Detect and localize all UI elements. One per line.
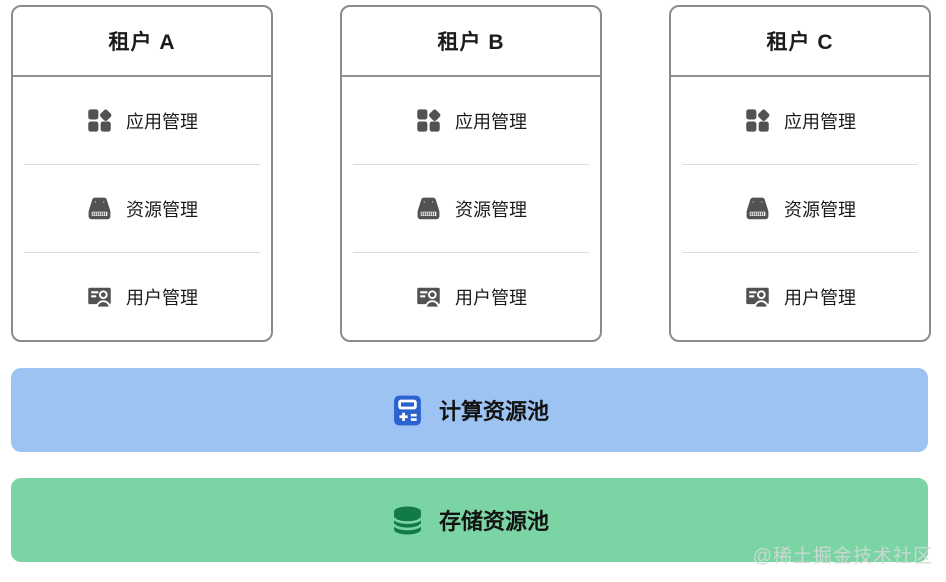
resource-management-item: 资源管理 (342, 165, 600, 252)
id-badge-icon (416, 286, 441, 309)
hard-drive-icon (746, 197, 769, 220)
tenant-title: 租户 B (342, 7, 600, 77)
resource-management-item: 资源管理 (13, 165, 271, 252)
database-icon (392, 504, 423, 536)
hard-drive-icon (88, 197, 111, 220)
tenant-item-list: 应用管理 资源管理 用户管理 (342, 77, 600, 340)
tenant-box-c: 租户 C 应用管理 资源管理 用户管理 (669, 5, 931, 342)
tenant-title: 租户 A (13, 7, 271, 77)
storage-resource-pool: 存储资源池 (11, 478, 928, 562)
hard-drive-icon (417, 197, 440, 220)
item-divider (682, 252, 918, 253)
id-badge-icon (87, 286, 112, 309)
item-label: 用户管理 (455, 287, 527, 308)
pool-label: 存储资源池 (438, 509, 549, 534)
tenant-item-list: 应用管理 资源管理 用户管理 (671, 77, 929, 340)
item-label: 应用管理 (455, 111, 527, 132)
tenant-box-a: 租户 A 应用管理 资源管理 用户管理 (11, 5, 273, 342)
resource-management-item: 资源管理 (671, 165, 929, 252)
item-label: 资源管理 (126, 199, 198, 220)
item-divider (353, 252, 589, 253)
item-label: 资源管理 (455, 199, 527, 220)
item-label: 应用管理 (126, 111, 198, 132)
app-management-item: 应用管理 (342, 77, 600, 164)
app-management-item: 应用管理 (13, 77, 271, 164)
item-label: 用户管理 (784, 287, 856, 308)
item-divider (24, 164, 260, 165)
id-badge-icon (745, 286, 770, 309)
pool-label: 计算资源池 (438, 399, 549, 424)
app-management-item: 应用管理 (671, 77, 929, 164)
item-label: 用户管理 (126, 287, 198, 308)
tenant-title: 租户 C (671, 7, 929, 77)
app-grid-icon (88, 108, 113, 132)
item-divider (24, 252, 260, 253)
app-grid-icon (417, 108, 442, 132)
tenant-item-list: 应用管理 资源管理 用户管理 (13, 77, 271, 340)
user-management-item: 用户管理 (13, 253, 271, 340)
item-divider (682, 164, 918, 165)
user-management-item: 用户管理 (342, 253, 600, 340)
tenant-box-b: 租户 B 应用管理 资源管理 用户管理 (340, 5, 602, 342)
item-label: 应用管理 (784, 111, 856, 132)
compute-resource-pool: 计算资源池 (11, 368, 928, 452)
user-management-item: 用户管理 (671, 253, 929, 340)
item-label: 资源管理 (784, 199, 856, 220)
item-divider (353, 164, 589, 165)
calculator-icon (392, 393, 423, 427)
app-grid-icon (746, 108, 771, 132)
